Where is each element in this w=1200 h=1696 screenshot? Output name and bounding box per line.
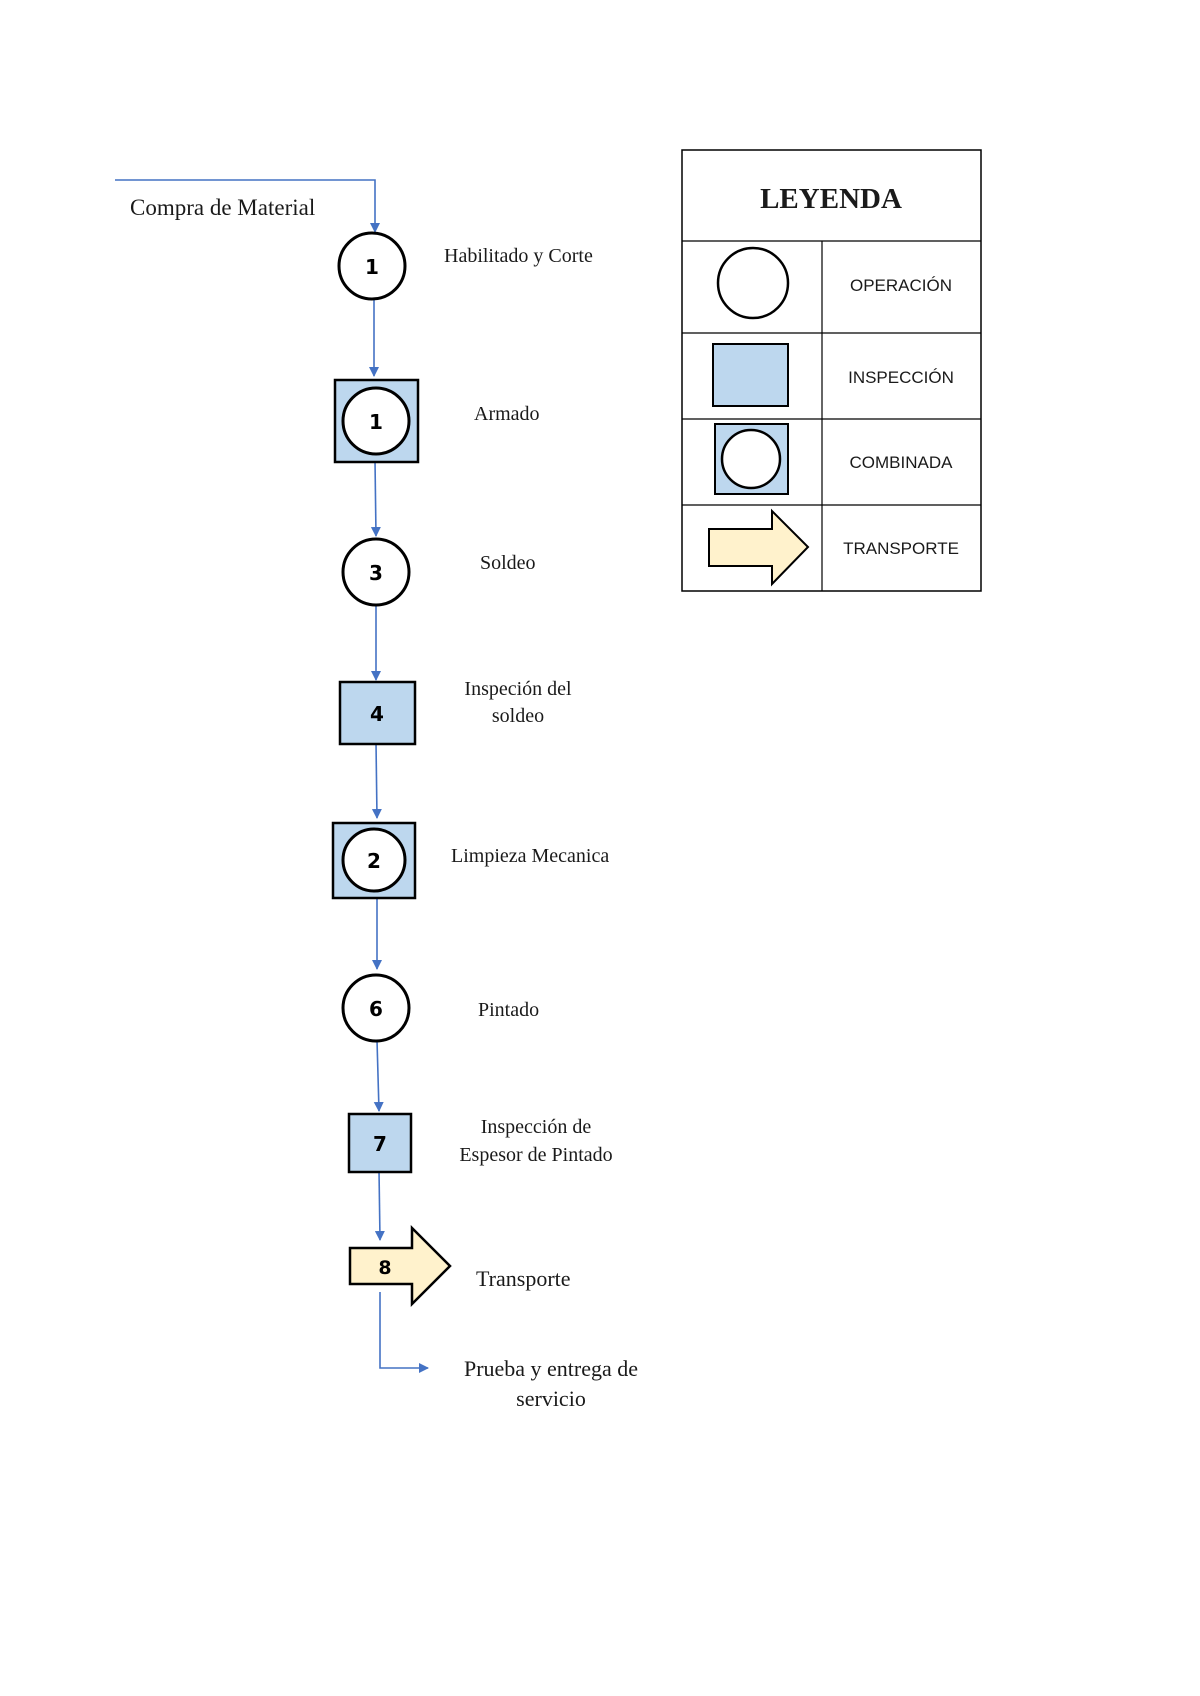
- step-label: Transporte: [476, 1266, 571, 1291]
- step-number: 7: [373, 1132, 387, 1156]
- legend-label-combined: COMBINADA: [850, 453, 954, 472]
- end-label-line-2: servicio: [516, 1386, 586, 1411]
- connector-start: [115, 179, 380, 233]
- connector-6-7: [373, 1039, 384, 1112]
- start-label: Compra de Material: [130, 195, 315, 220]
- step-label: Limpieza Mecanica: [451, 845, 609, 867]
- step-3-operation: 3: [341, 537, 411, 607]
- legend-square-icon: [712, 343, 789, 407]
- legend-title: LEYENDA: [760, 183, 902, 215]
- operation-circle-icon: [341, 537, 411, 607]
- connector-end: [379, 1292, 429, 1373]
- step-label: Soldeo: [480, 552, 536, 574]
- connector-7-8: [374, 1169, 385, 1241]
- step-number: 3: [369, 561, 383, 585]
- inspection-square-icon: [347, 1112, 413, 1174]
- inspection-square-icon: [338, 680, 417, 746]
- transport-arrow-icon: [348, 1224, 452, 1308]
- step-label-line-2: Espesor de Pintado: [459, 1144, 612, 1166]
- step-number: 4: [370, 702, 384, 726]
- step-label: Pintado: [478, 999, 539, 1021]
- legend-label-inspection: INSPECCIÓN: [848, 368, 954, 387]
- legend-label-transport: TRANSPORTE: [843, 539, 959, 558]
- step-number: 1: [369, 410, 383, 434]
- step-5-combined: 2: [331, 821, 417, 900]
- step-number: 8: [378, 1257, 391, 1279]
- combined-circle-icon: [341, 827, 407, 893]
- legend-label-operation: OPERACIÓN: [850, 276, 952, 295]
- step-8-transport: 8: [348, 1224, 452, 1308]
- step-2-combined: 1: [333, 378, 420, 464]
- operation-circle-icon: [341, 973, 411, 1043]
- operation-circle-icon: [337, 231, 407, 301]
- step-number: 1: [365, 255, 379, 279]
- step-number: 2: [367, 849, 381, 873]
- combined-circle-icon: [341, 386, 411, 456]
- legend-arrow-icon: [708, 508, 810, 587]
- connectors: [115, 179, 429, 1373]
- step-label: Habilitado y Corte: [444, 245, 593, 267]
- legend-circle-icon: [716, 246, 790, 320]
- step-4-inspection: 4: [338, 680, 417, 746]
- step-7-inspection: 7: [347, 1112, 413, 1174]
- connector-4-5: [371, 741, 382, 819]
- legend-combined-circle-icon: [720, 428, 782, 490]
- end-label-line-1: Prueba y entrega de: [464, 1356, 638, 1381]
- step-label: Armado: [474, 403, 540, 425]
- step-label-line-1: Inspección de: [481, 1116, 592, 1138]
- step-label-line-2: soldeo: [492, 705, 544, 727]
- connector-2-3: [370, 459, 381, 537]
- step-number: 6: [369, 997, 383, 1021]
- step-6-operation: 6: [341, 973, 411, 1043]
- legend-table: LEYENDA OPERACIÓN INSPECCIÓN COMBINADA T…: [681, 149, 982, 592]
- step-label-line-1: Inspeción del: [464, 678, 572, 700]
- step-1-operation: 1: [337, 231, 407, 301]
